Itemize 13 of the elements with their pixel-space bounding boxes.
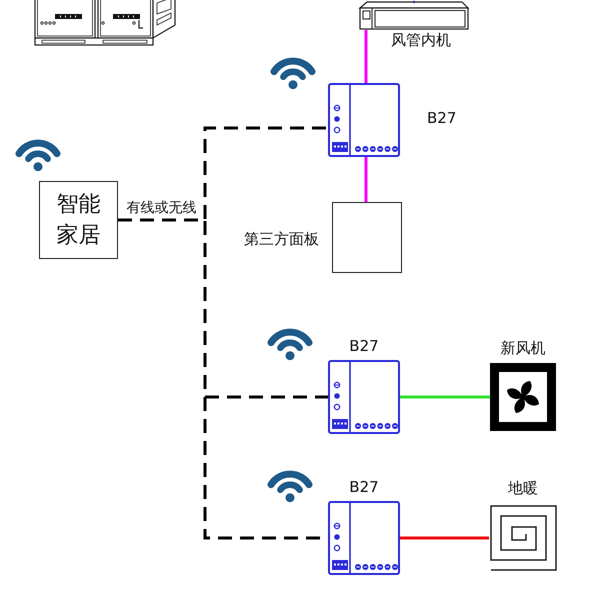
node-label: B27 [349, 479, 379, 495]
connector-line [400, 396, 490, 398]
node-label: B27 [349, 338, 379, 354]
label-box: 智能家居 [39, 181, 118, 259]
node-label: 风管内机 [391, 32, 451, 48]
connector-line [400, 536, 489, 540]
node-label: 新风机 [500, 340, 546, 356]
node-label: 第三方面板 [244, 231, 319, 247]
connector-line [364, 30, 368, 83]
connector-line [364, 157, 368, 202]
node-label: 地暖 [508, 480, 538, 496]
edge-label: 有线或无线 [126, 200, 198, 216]
node-label: B27 [427, 110, 456, 126]
